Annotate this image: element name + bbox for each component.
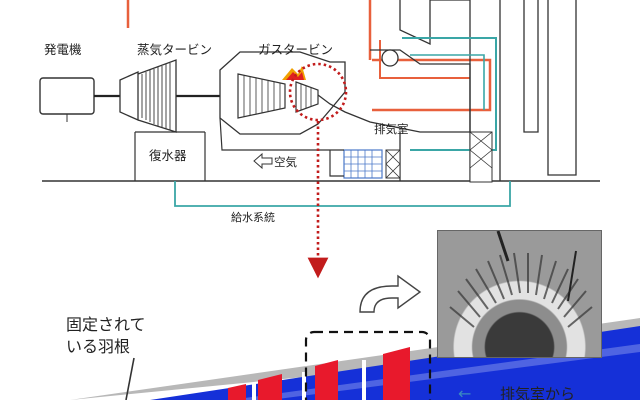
label-fixed-blade-line2: いる羽根 — [66, 337, 130, 356]
blade-red-4 — [383, 347, 410, 400]
steam-turbine — [119, 59, 177, 133]
blade-red-3 — [315, 360, 338, 400]
label-condenser: 復水器 — [149, 148, 187, 163]
callout-circle — [288, 62, 348, 122]
air-filter-frame-cross — [385, 149, 401, 179]
arrow-left-icon — [253, 152, 273, 170]
steam-drum — [381, 49, 399, 67]
label-steam-turbine: 蒸気タービン — [137, 42, 212, 57]
hrsg-boiler — [399, 0, 471, 181]
air-filter-grid — [344, 150, 382, 178]
photo-probe-2 — [567, 250, 577, 302]
chimney — [499, 0, 577, 181]
label-generator: 発電機 — [44, 42, 82, 57]
photo-probe — [496, 231, 510, 262]
label-fixed-blade-line1: 固定されて — [66, 315, 146, 334]
photo-blade-lines — [449, 252, 593, 328]
generator — [39, 77, 95, 115]
hrsg-frame — [469, 131, 493, 183]
feedwater-coil — [402, 37, 497, 151]
turbine-blade-photo — [437, 230, 602, 358]
air-filter-frame — [385, 149, 401, 179]
curved-arrow-icon — [359, 274, 422, 313]
fixed-blade-gaps — [252, 360, 366, 400]
air-duct — [232, 149, 344, 177]
blade-red-2 — [258, 374, 282, 400]
exhaust-wall — [219, 117, 232, 151]
gas-turbine-blades — [300, 84, 312, 110]
compressor-blades — [243, 75, 281, 117]
zoom-box — [304, 330, 432, 400]
label-feedwater: 給水系統 — [231, 210, 275, 224]
fixed-blade-pointer — [125, 357, 135, 400]
exhaust-from-arrow: ← — [458, 384, 471, 400]
hrsg-inner-pipe — [410, 54, 485, 110]
condenser — [134, 131, 206, 181]
label-gas-turbine: ガスタービン — [258, 42, 333, 57]
exhaust-duct — [317, 49, 471, 133]
steam-pipe-upper — [379, 40, 470, 79]
hrsg-frame-cross — [469, 131, 493, 169]
rotating-blades — [228, 347, 410, 400]
label-exhaust-from: 排気室から — [500, 385, 575, 400]
gas-turbine-rotor — [295, 81, 319, 113]
turbine-photo-texture — [449, 231, 593, 328]
label-air: 空気 — [274, 155, 297, 169]
steam-turbine-blades — [141, 63, 171, 130]
label-exhaust-chamber: 排気室 — [374, 122, 409, 136]
feedwater-pipe — [174, 181, 511, 207]
blade-red-1 — [228, 384, 246, 400]
